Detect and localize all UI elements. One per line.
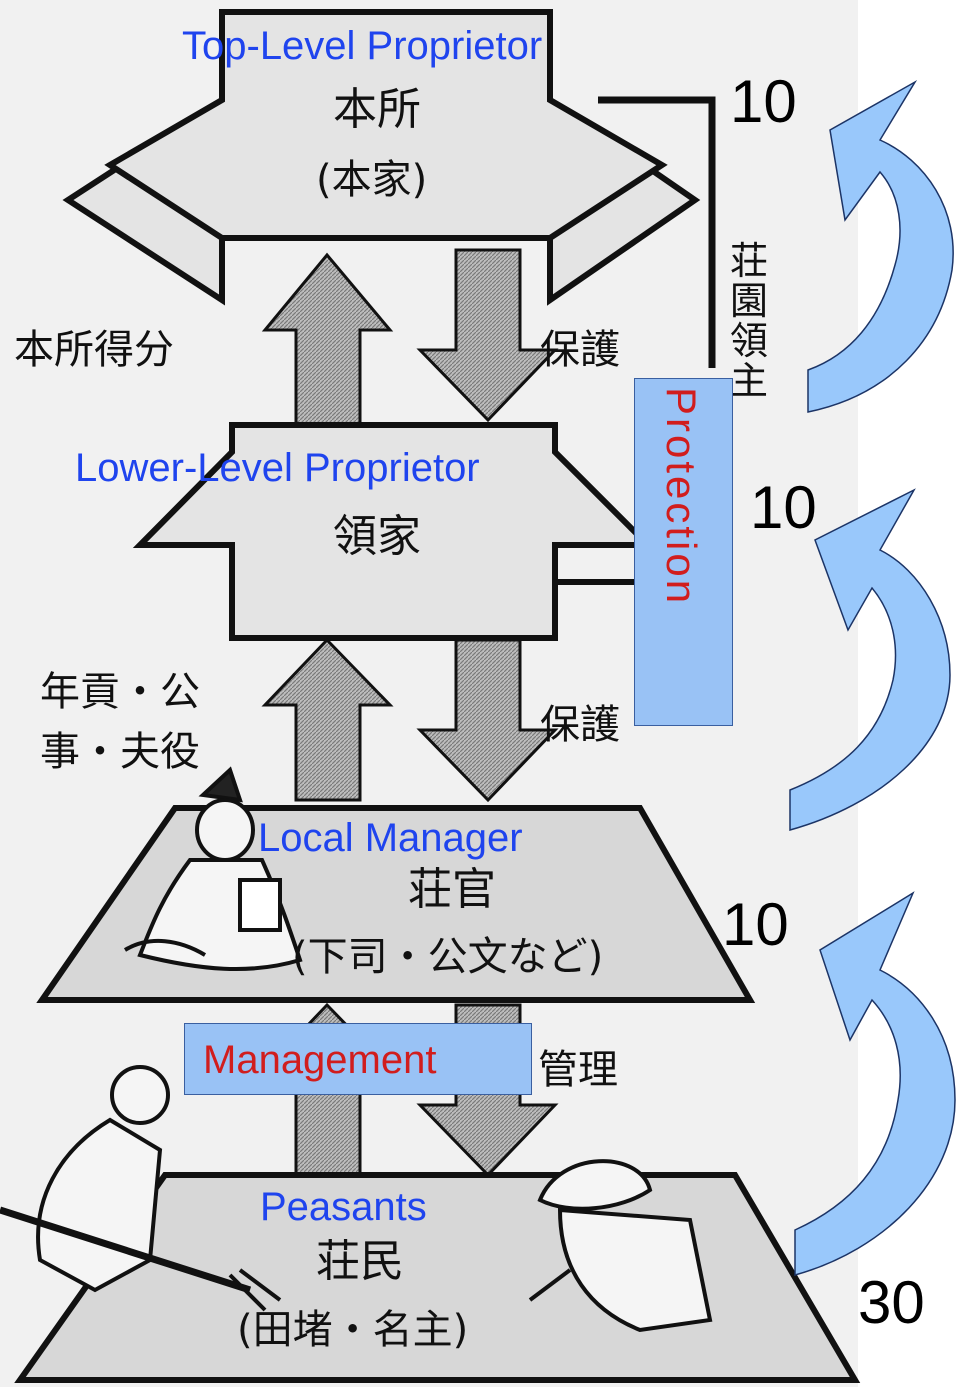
curved-arrows <box>789 79 956 1276</box>
farmer-right-illustration <box>528 1159 713 1333</box>
number-total: 30 <box>858 1269 925 1336</box>
honjo-share-label: 本所得分 <box>14 327 174 373</box>
tribute-label-line2: 事・夫役 <box>40 729 200 775</box>
number-top: 10 <box>730 68 797 135</box>
number-bottom: 10 <box>722 891 789 958</box>
protection-box-label: Protection <box>658 387 705 607</box>
tier-lower-en-label: Lower-Level Proprietor <box>75 446 480 490</box>
tier-local-jp-sub: (下司・公文など) <box>292 934 604 980</box>
protection-box: Protection <box>634 378 733 726</box>
tier-top-jp-label: 本所 <box>333 84 421 135</box>
tier-local-en-label: Local Manager <box>258 816 523 860</box>
farmer-left-illustration <box>0 1065 282 1312</box>
protection-jp-label-2: 保護 <box>540 702 620 748</box>
tribute-label-line1: 年貢・公 <box>40 669 200 715</box>
tier-top-jp-sub: (本家) <box>316 157 428 203</box>
tier-local-jp-label: 荘官 <box>408 864 496 915</box>
tier-top-en-label: Top-Level Proprietor <box>182 24 543 68</box>
curved-arrow-top <box>807 79 954 413</box>
management-box: Management <box>184 1023 532 1095</box>
protection-jp-label-1: 保護 <box>540 327 620 373</box>
building-top-roof <box>104 9 668 241</box>
curved-arrow-middle <box>789 488 951 831</box>
tier-lower-jp-label: 領家 <box>333 511 421 562</box>
arrow-up-tribute <box>261 637 394 802</box>
management-box-label: Management <box>203 1038 437 1082</box>
arrow-down-protection-2 <box>416 638 559 803</box>
management-jp-label: 管理 <box>538 1047 618 1093</box>
shoen-lord-vertical-label: 荘園領主 <box>730 239 769 403</box>
arrow-down-protection-1 <box>416 248 559 423</box>
curved-arrow-bottom <box>794 891 956 1276</box>
tier-peasants-en-label: Peasants <box>260 1185 427 1229</box>
official-figure-illustration <box>123 766 303 972</box>
lord-bracket-top <box>598 96 716 368</box>
tier-peasants-jp-label: 荘民 <box>316 1236 404 1287</box>
tier-peasants-jp-sub: (田堵・名主) <box>237 1307 469 1353</box>
number-middle: 10 <box>750 474 817 541</box>
